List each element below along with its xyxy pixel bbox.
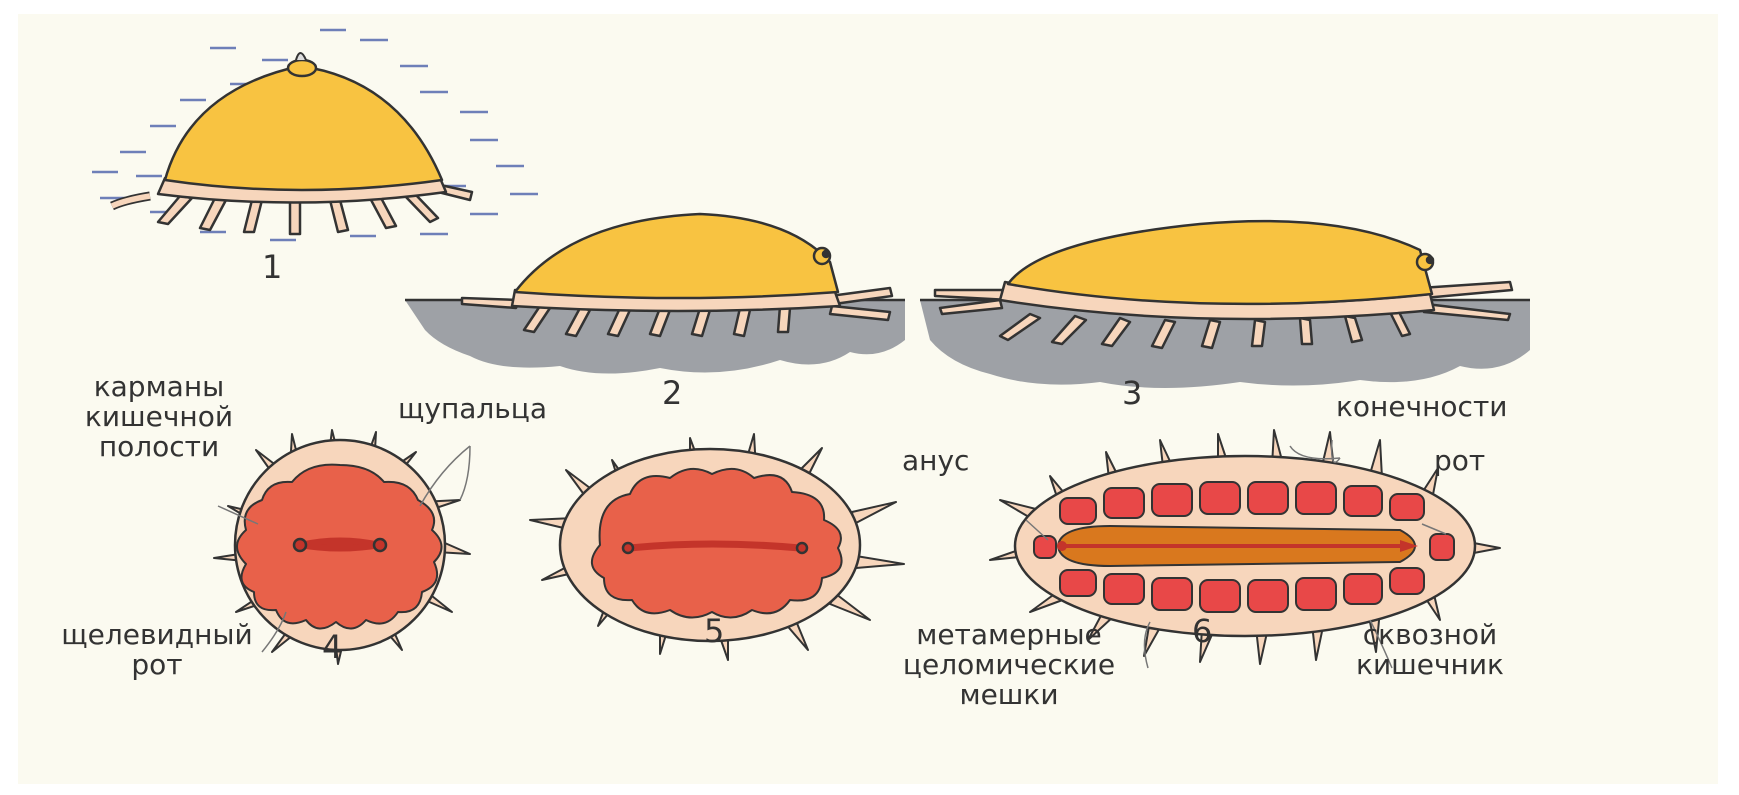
label-anus: анус [902, 446, 969, 476]
label-gut-pockets-line3: полости [64, 432, 254, 462]
label-through-gut-line1: сквозной [1330, 620, 1530, 650]
figure-number-4: 4 [322, 628, 342, 666]
label-through-gut-line2: кишечник [1330, 650, 1530, 680]
figure-number-2: 2 [662, 374, 682, 412]
label-through-gut: сквозной кишечник [1330, 620, 1530, 680]
figure-number-5: 5 [704, 612, 724, 650]
label-metameric-sacs: метамерные целомические мешки [874, 620, 1144, 710]
label-mouth: рот [1434, 446, 1485, 476]
label-slit-mouth: щелевидный рот [32, 620, 282, 680]
label-tentacles: щупальца [398, 394, 547, 424]
label-limbs: конечности [1336, 392, 1507, 422]
figure-number-6: 6 [1192, 612, 1212, 650]
figure-number-1: 1 [262, 248, 282, 286]
label-metameric-sacs-line1: метамерные [874, 620, 1144, 650]
label-gut-pockets-line1: карманы [64, 372, 254, 402]
label-gut-pockets: карманы кишечной полости [64, 372, 254, 462]
label-slit-mouth-line2: рот [32, 650, 282, 680]
organism-1 [112, 53, 472, 234]
label-metameric-sacs-line3: мешки [874, 680, 1144, 710]
label-metameric-sacs-line2: целомические [874, 650, 1144, 680]
label-gut-pockets-line2: кишечной [64, 402, 254, 432]
label-slit-mouth-line1: щелевидный [32, 620, 282, 650]
figure-number-3: 3 [1122, 374, 1142, 412]
